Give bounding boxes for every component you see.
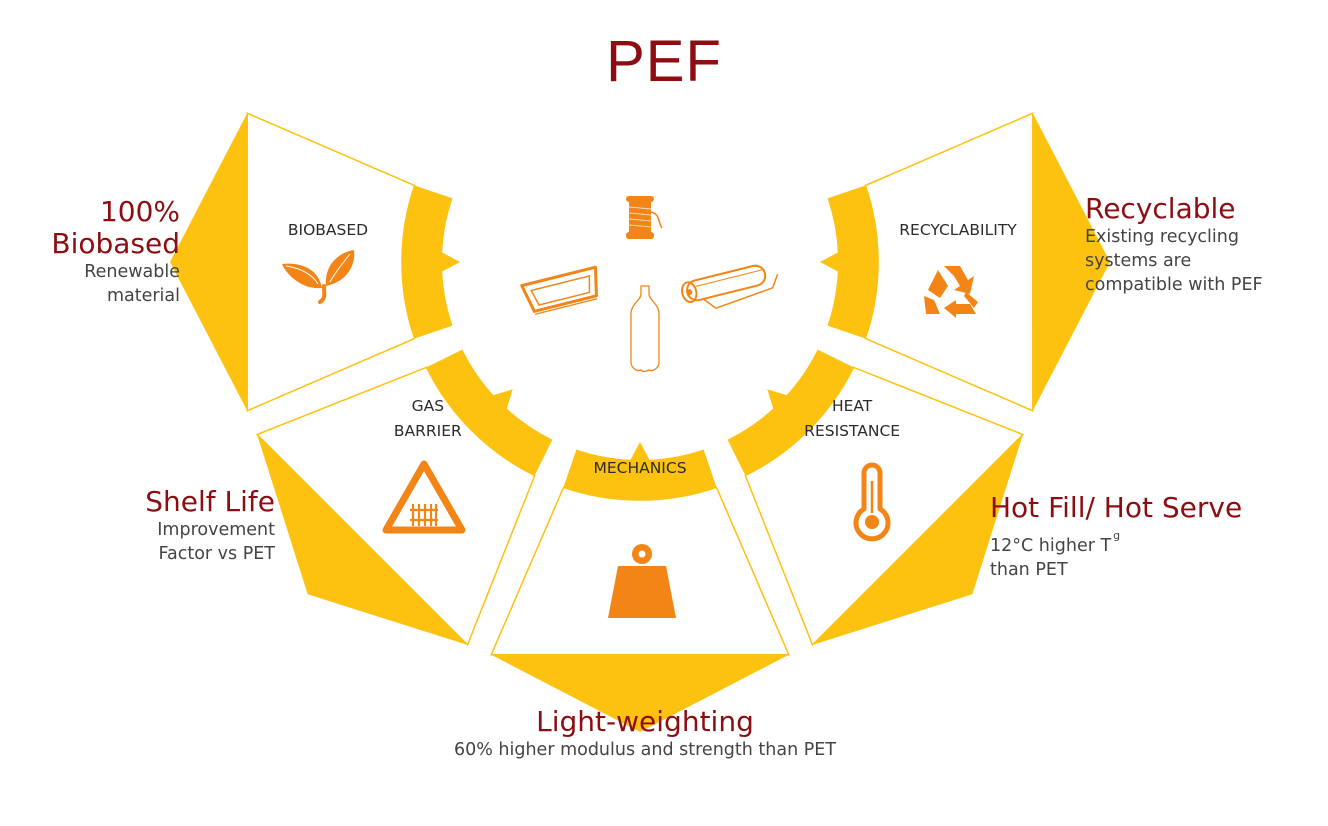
weight-icon [608, 544, 676, 618]
leaves-icon [282, 250, 355, 304]
callout-shelf-life-sub: Improvement Factor vs PET [157, 520, 275, 564]
callout-biobased-head: 100% Biobased [51, 195, 180, 260]
callout-hot-fill-head: Hot Fill/ Hot Serve [990, 491, 1243, 524]
ring-segment-mechanics [563, 449, 717, 501]
ring-segment-recyclability [827, 185, 879, 339]
panel-label-recyclability: RECYCLABILITY [899, 221, 1017, 239]
ring-notch-arrow [491, 389, 513, 411]
outer-arrow-gas-barrier [257, 434, 468, 645]
ring-notch-arrow [767, 389, 789, 411]
callout-recyclable: Recyclable Existing recycling systems ar… [1085, 193, 1263, 297]
callout-shelf-life: Shelf Life Improvement Factor vs PET [145, 486, 275, 566]
callout-recyclable-sub: Existing recycling systems are compatibl… [1085, 227, 1263, 295]
barrier-warning-icon [382, 460, 466, 534]
callout-hot-fill-line1: 12°C higher T [990, 536, 1112, 556]
callout-light-weighting: Light-weighting 60% higher modulus and s… [0, 706, 1290, 762]
callout-hot-fill: Hot Fill/ Hot Serve 12°C higher Tg than P… [990, 492, 1242, 582]
page-title: PEF [606, 29, 722, 94]
ring-notch-arrow [629, 442, 651, 462]
film-roll-icon [681, 264, 779, 310]
bottle-icon [630, 285, 660, 373]
panel-recyclability [864, 112, 1034, 412]
food-tray-icon [520, 265, 598, 315]
panel-label-mechanics: MECHANICS [593, 459, 687, 477]
callout-hot-fill-line2: than PET [990, 560, 1068, 580]
callout-shelf-life-head: Shelf Life [145, 485, 275, 518]
tg-subscript: g [1113, 529, 1121, 542]
callout-biobased-sub: Renewable material [84, 262, 180, 306]
panel-label-biobased: BIOBASED [287, 221, 369, 239]
thermometer-icon [853, 462, 891, 542]
ring-segment-gas-barrier [426, 349, 553, 476]
thread-spool-icon [626, 196, 663, 239]
outer-arrow-recyclability [1032, 113, 1110, 411]
ring-notch-arrow [820, 251, 840, 273]
ring-segment-biobased [401, 185, 453, 339]
callout-biobased: 100% Biobased Renewable material [51, 196, 180, 308]
yellow-ring [401, 185, 879, 501]
callout-light-weighting-head: Light-weighting [536, 705, 754, 738]
ring-notch-arrow [440, 251, 460, 273]
outer-arrow-mechanics [491, 654, 789, 732]
recycle-icon [924, 266, 978, 318]
callout-hot-fill-sub: 12°C higher Tg than PET [990, 524, 1242, 582]
panel-biobased [246, 112, 416, 412]
callout-recyclable-head: Recyclable [1085, 192, 1236, 225]
panel-label-gas-barrier: GAS BARRIER [393, 397, 462, 441]
ring-segment-heat-resistance [727, 349, 854, 476]
callout-light-weighting-sub: 60% higher modulus and strength than PET [453, 740, 837, 760]
outer-arrow-biobased [170, 113, 248, 411]
outer-arrow-heat-resistance [812, 434, 1023, 645]
panel-heat-resistance [744, 366, 1025, 647]
panel-label-heat-resistance: HEAT RESISTANCE [804, 397, 901, 441]
